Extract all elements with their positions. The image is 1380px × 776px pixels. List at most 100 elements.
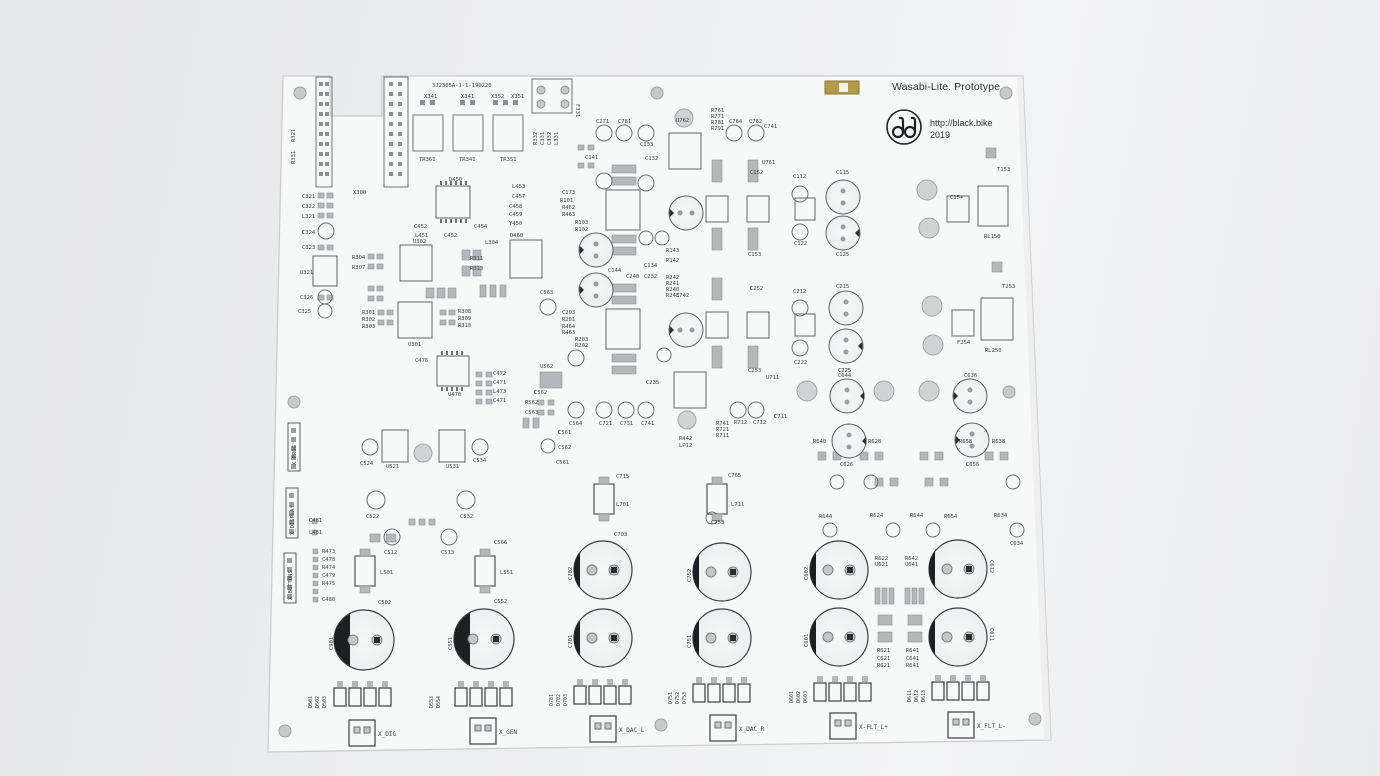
svg-text:C332: C332 (547, 132, 553, 145)
center-holes (413, 108, 944, 463)
connector-label-x-flt-l-minus: X_FLT_L- (977, 723, 1006, 730)
svg-text:R634: R634 (994, 513, 1008, 519)
svg-text:R721: R721 (716, 427, 729, 433)
svg-text:R310: R310 (458, 323, 471, 329)
svg-text:C322: C322 (302, 204, 315, 210)
svg-text:C621: C621 (877, 656, 890, 662)
svg-text:D503: D503 (322, 696, 328, 708)
svg-text:C324: C324 (302, 230, 316, 236)
svg-text:C215: C215 (836, 284, 849, 290)
svg-text:D553: D553 (429, 696, 435, 708)
svg-text:D703: D703 (563, 694, 569, 706)
svg-text:C271: C271 (596, 119, 609, 125)
svg-text:L481: L481 (309, 530, 322, 536)
board-url: http://black.bike (930, 118, 993, 128)
svg-text:R201: R201 (562, 317, 575, 323)
svg-text:X341: X341 (461, 94, 474, 100)
svg-text:RL150: RL150 (984, 234, 1001, 240)
side-headers (283, 422, 301, 604)
svg-text:R644: R644 (819, 514, 833, 520)
svg-text:R301: R301 (362, 310, 375, 316)
svg-text:C753: C753 (711, 520, 724, 526)
svg-text:D701: D701 (549, 694, 555, 706)
svg-text:C15+: C15+ (950, 195, 964, 201)
svg-text:R622: R622 (875, 556, 888, 562)
svg-text:C611: C611 (988, 628, 994, 641)
svg-text:D602: D602 (796, 691, 802, 703)
svg-text:C478: C478 (322, 557, 335, 563)
svg-text:C561: C561 (558, 430, 571, 436)
svg-text:U470: U470 (448, 392, 461, 398)
svg-text:R331: R331 (291, 151, 297, 164)
svg-text:C712: C712 (753, 420, 766, 426)
svg-text:R442: R442 (679, 436, 692, 442)
svg-text:C636: C636 (964, 373, 977, 379)
svg-text:R101: R101 (560, 198, 573, 204)
svg-text:R142: R142 (666, 258, 679, 264)
svg-text:C534: C534 (473, 458, 487, 464)
svg-text:C721: C721 (599, 421, 612, 427)
svg-text:R741: R741 (716, 421, 729, 427)
svg-text:C225: C225 (838, 368, 851, 374)
svg-text:U521: U521 (386, 464, 399, 470)
svg-text:C524: C524 (360, 461, 374, 467)
transformers (412, 114, 524, 152)
svg-text:D702: D702 (556, 694, 562, 706)
svg-text:C552: C552 (494, 599, 507, 605)
svg-text:U302: U302 (413, 239, 426, 245)
svg-text:C471: C471 (493, 398, 506, 404)
svg-text:C644: C644 (838, 373, 852, 379)
svg-text:D611: D611 (907, 690, 913, 702)
connector-label-x-dac-l: X_DAC_L (619, 727, 645, 734)
svg-text:D612: D612 (914, 690, 920, 702)
svg-text:U641: U641 (905, 562, 918, 568)
side-connector-label-display: X_DISPLAY (290, 505, 296, 535)
svg-text:C222: C222 (794, 360, 807, 366)
large-cap-polarity (334, 551, 935, 666)
svg-text:C563: C563 (540, 290, 553, 296)
side-connector-label-prog: X_PROG (292, 445, 298, 465)
svg-text:F331: F331 (574, 104, 580, 117)
svg-text:C458: C458 (509, 204, 522, 210)
svg-text:R473: R473 (322, 549, 335, 555)
svg-text:L453: L453 (512, 184, 525, 190)
svg-text:C252: C252 (750, 286, 763, 292)
svg-text:R240: R240 (666, 287, 679, 293)
svg-text:L501: L501 (380, 570, 393, 576)
svg-text:R638: R638 (992, 439, 1005, 445)
svg-text:D601: D601 (789, 691, 795, 703)
svg-text:R562: R562 (525, 400, 538, 406)
svg-text:U301: U301 (408, 342, 421, 348)
svg-text:C471: C471 (493, 380, 506, 386)
svg-text:R711: R711 (716, 433, 729, 439)
svg-text:R641: R641 (906, 663, 919, 669)
svg-text:U621: U621 (875, 562, 888, 568)
svg-text:R641: R641 (906, 648, 919, 654)
svg-text:C522: C522 (366, 514, 379, 520)
svg-text:C601: C601 (804, 634, 810, 647)
svg-text:C141: C141 (585, 155, 598, 161)
svg-text:X341: X341 (424, 94, 437, 100)
svg-text:C240: C240 (626, 274, 639, 280)
svg-text:C502: C502 (378, 600, 391, 606)
svg-text:LP12: LP12 (679, 443, 692, 449)
side-connector-label-buttons: X_BUTTONS (288, 570, 294, 600)
svg-text:R781: R781 (711, 120, 724, 126)
svg-text:R321: R321 (291, 129, 297, 142)
svg-text:C741: C741 (764, 124, 777, 130)
svg-text:C634: C634 (1010, 541, 1024, 547)
svg-text:D613: D613 (921, 690, 927, 702)
svg-text:R308: R308 (458, 309, 471, 315)
board-title: Wasabi-Lite. Prototype (892, 81, 1001, 93)
svg-text:C253: C253 (748, 368, 761, 374)
svg-text:C551: C551 (448, 637, 454, 650)
svg-text:C562: C562 (534, 390, 547, 396)
svg-text:C626: C626 (840, 462, 853, 468)
svg-text:Y450: Y450 (509, 221, 522, 227)
svg-text:C765: C765 (728, 473, 741, 479)
svg-text:R302: R302 (362, 317, 375, 323)
svg-text:C472: C472 (493, 371, 506, 377)
connector-label-x-flt-l-plus: X-FLT_L+ (859, 724, 888, 731)
svg-text:C225: C225 (838, 368, 851, 374)
